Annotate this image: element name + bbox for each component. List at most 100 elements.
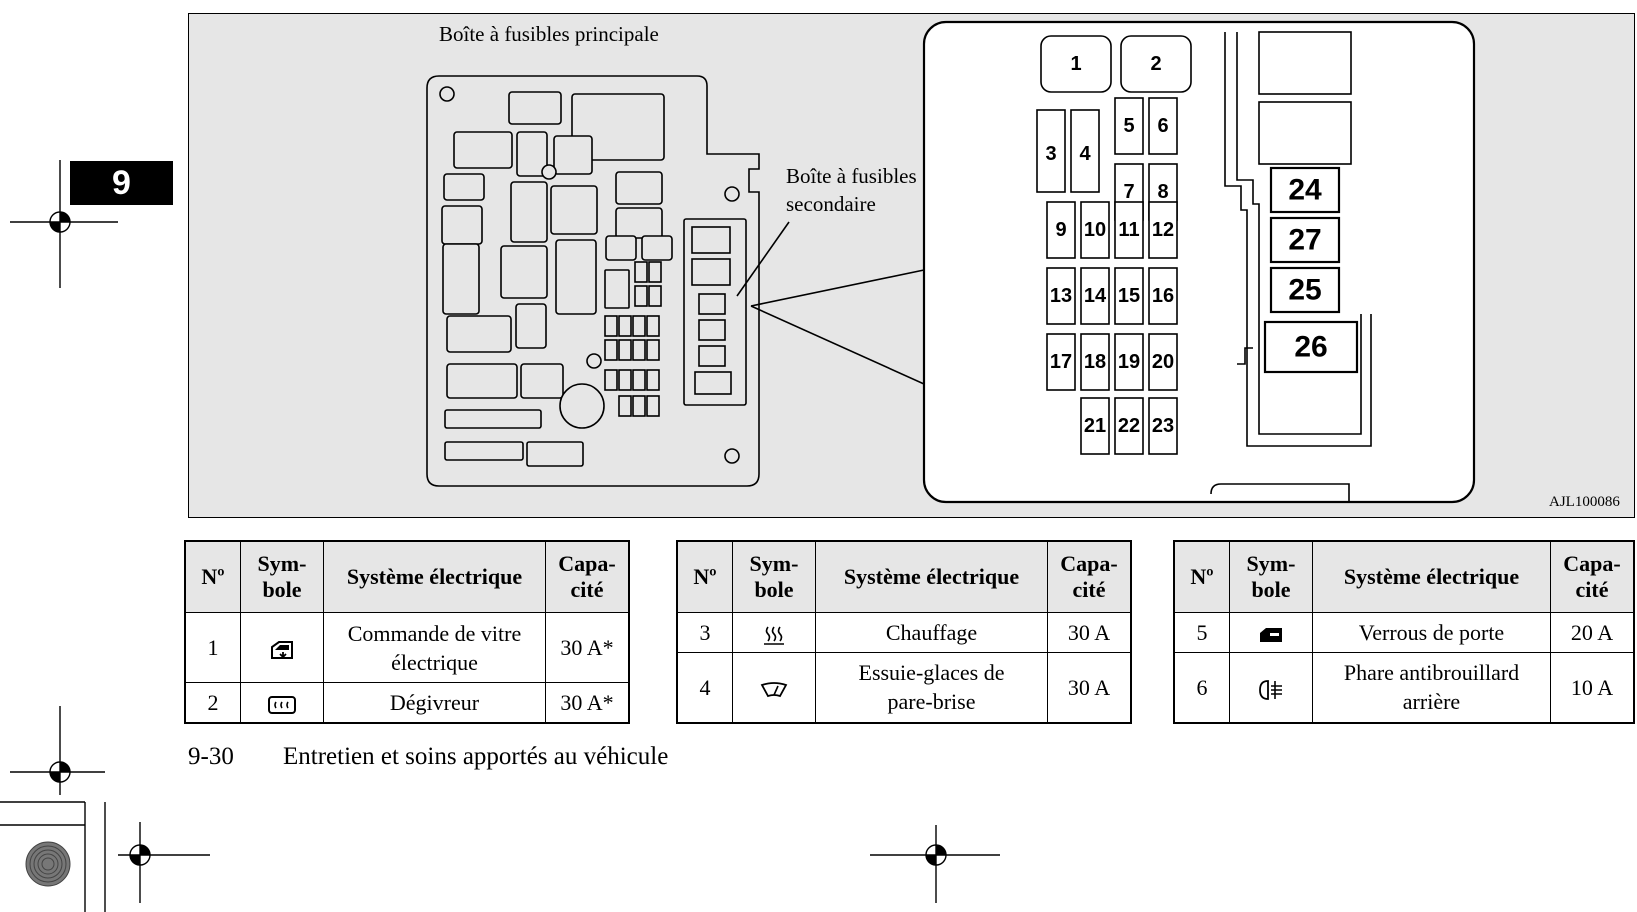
table-header-row: Nº Sym-bole Système électrique Capa-cité — [1173, 540, 1635, 613]
fuse-number-label: 4 — [1079, 143, 1091, 165]
fuse-number-label: 1 — [1070, 53, 1081, 75]
figure-id: AJL100086 — [1549, 494, 1620, 510]
section-title: Entretien et soins apportés au véhicule — [283, 743, 669, 770]
capacity-cell: 10 A — [1550, 652, 1635, 723]
fuse-slot — [1114, 267, 1144, 325]
fuse-slot — [1148, 201, 1178, 259]
header-no: Nº — [184, 540, 241, 613]
fuse-number-label: 13 — [1050, 285, 1072, 307]
fuse-number-label: 6 — [1157, 115, 1168, 137]
fuse-number-label: 23 — [1152, 415, 1174, 437]
page-number: 9-30 — [188, 743, 234, 770]
fuse-number-label: 21 — [1084, 415, 1106, 437]
chapter-tab: 9 — [70, 161, 173, 205]
fuse-table-3: Nº Sym-bole Système électrique Capa-cité… — [1173, 540, 1635, 724]
header-capacity: Capa-cité — [1047, 540, 1132, 613]
fuse-number-label: 2 — [1150, 53, 1161, 75]
rear-defogger-icon — [240, 682, 324, 723]
table-header-row: Nº Sym-bole Système électrique Capa-cité — [676, 540, 1132, 613]
fuse-number-label: 19 — [1118, 351, 1140, 373]
fuse-number-label: 14 — [1084, 285, 1107, 307]
fuse-table-2: Nº Sym-bole Système électrique Capa-cité… — [676, 540, 1132, 724]
fuse-number-label: 25 — [1288, 274, 1321, 307]
secondary-fuse-box-label-line1: Boîte à fusibles — [786, 164, 917, 188]
fuse-slot — [1114, 397, 1144, 455]
fuse-number-label: 11 — [1118, 219, 1139, 241]
header-no: Nº — [1173, 540, 1230, 613]
fuse-table-1: Nº Sym-bole Système électrique Capa-cité… — [184, 540, 630, 724]
fuse-number-label: 15 — [1118, 285, 1140, 307]
fuse-number-label: 8 — [1157, 181, 1168, 203]
table-row: 3 Chauffage 30 A — [676, 612, 1132, 653]
header-symbol: Sym-bole — [1229, 540, 1313, 613]
capacity-cell: 30 A* — [545, 612, 630, 683]
main-fuse-box-label: Boîte à fusibles principale — [439, 22, 659, 46]
secondary-fuse-box-label-line2: secondaire — [786, 192, 876, 216]
fuse-number-label: 20 — [1152, 351, 1174, 373]
door-lock-icon — [1229, 612, 1313, 653]
system-cell: Verrous de porte — [1312, 612, 1551, 653]
fuse-number: 6 — [1173, 652, 1230, 723]
target-disk — [25, 841, 71, 887]
fuse-number-label: 12 — [1152, 219, 1174, 241]
fuse-slot — [1148, 267, 1178, 325]
fuse-slot — [1114, 333, 1144, 391]
fuse-number: 4 — [676, 652, 733, 723]
table-row: 2 Dégivreur 30 A* — [184, 682, 630, 723]
system-cell: Dégivreur — [323, 682, 546, 723]
rear-fog-light-icon — [1229, 652, 1313, 723]
fuse-number: 3 — [676, 612, 733, 653]
chapter-number: 9 — [112, 163, 131, 202]
fuse-number-label: 9 — [1055, 219, 1066, 241]
header-capacity: Capa-cité — [545, 540, 630, 613]
header-system: Système électrique — [1312, 540, 1551, 613]
capacity-cell: 20 A — [1550, 612, 1635, 653]
system-cell: Chauffage — [815, 612, 1048, 653]
fuse-number-label: 5 — [1123, 115, 1134, 137]
table-row: 5 Verrous de porte 20 A — [1173, 612, 1635, 653]
fuse-number-label: 26 — [1294, 331, 1327, 364]
fuse-slot — [1080, 333, 1110, 391]
fuse-number: 1 — [184, 612, 241, 683]
fuse-number-label: 3 — [1045, 143, 1056, 165]
table-header-row: Nº Sym-bole Système électrique Capa-cité — [184, 540, 630, 613]
fuse-number-label: 24 — [1288, 174, 1322, 207]
fuse-slot — [1148, 397, 1178, 455]
fuse-slot — [1148, 333, 1178, 391]
capacity-cell: 30 A* — [545, 682, 630, 723]
fuse-box-figure: Boîte à fusibles principale Boîte à fusi… — [188, 13, 1635, 518]
heater-icon — [732, 612, 816, 653]
header-symbol: Sym-bole — [240, 540, 324, 613]
fuse-slot — [1080, 267, 1110, 325]
fuse-number-label: 22 — [1118, 415, 1140, 437]
header-system: Système électrique — [323, 540, 546, 613]
fuse-slot — [1080, 397, 1110, 455]
header-symbol: Sym-bole — [732, 540, 816, 613]
fuse-number-label: 17 — [1050, 351, 1072, 373]
fuse-slot — [1046, 267, 1076, 325]
capacity-cell: 30 A — [1047, 612, 1132, 653]
fuse-slot — [1114, 201, 1144, 259]
windshield-wiper-icon — [732, 652, 816, 723]
fuse-number-label: 27 — [1288, 224, 1321, 257]
fuse-number: 5 — [1173, 612, 1230, 653]
header-no: Nº — [676, 540, 733, 613]
fuse-slot — [1080, 201, 1110, 259]
power-window-icon — [240, 612, 324, 683]
header-system: Système électrique — [815, 540, 1048, 613]
fuse-number-label: 7 — [1123, 181, 1134, 203]
fuse-number-label: 10 — [1084, 219, 1106, 241]
fuse-number-label: 18 — [1084, 351, 1106, 373]
capacity-cell: 30 A — [1047, 652, 1132, 723]
fuse-number: 2 — [184, 682, 241, 723]
fuse-number-label: 16 — [1152, 285, 1174, 307]
fuse-slot — [1046, 333, 1076, 391]
